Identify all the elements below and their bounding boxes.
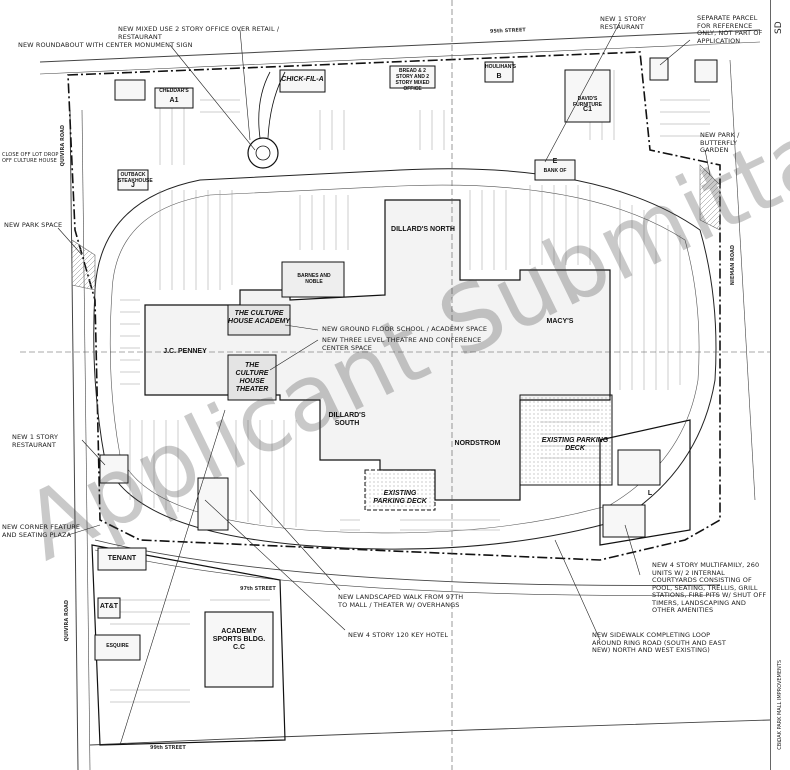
callout-hotel: NEW 4 STORY 120 KEY HOTEL	[348, 631, 449, 639]
callout-restaurant-west: NEW 1 STORY RESTAURANT	[12, 433, 59, 449]
label-atandt: AT&T	[99, 603, 119, 610]
sheet-code: SD	[774, 21, 784, 34]
callout-sidewalk: NEW SIDEWALK COMPLETING LOOP AROUND RING…	[592, 631, 726, 654]
centerlines	[20, 0, 770, 770]
barnes-block	[281, 261, 345, 298]
callout-separate-parcel: SEPARATE PARCEL FOR REFERENCE ONLY, NOT …	[697, 14, 763, 45]
callout-park-space: NEW PARK SPACE	[4, 221, 63, 229]
callout-multifamily: NEW 4 STORY MULTIFAMILY, 260 UNITS W/ 2 …	[652, 561, 767, 614]
label-barnes: BARNES AND NOBLE	[297, 273, 331, 285]
culture-theater-block	[227, 354, 277, 401]
parking-stripes	[110, 70, 710, 703]
label-pad-c1-name: DAVID'S FURNITURE	[573, 96, 602, 108]
label-pad-e-name: BANK OF	[543, 168, 567, 174]
south-parcel	[91, 544, 286, 746]
culture-academy-block	[227, 304, 291, 336]
label-garage-south: EXISTING PARKING DECK	[373, 490, 427, 505]
label-dillards-south: DILLARD'S SOUTH	[328, 412, 366, 427]
leader-lines	[57, 21, 711, 746]
project-name: OAK PARK MALL IMPROVEMENTS	[777, 660, 783, 742]
street-99th: 99th STREET	[150, 745, 186, 751]
label-pad-c1: C1	[583, 106, 592, 113]
label-dillards-north: DILLARD'S NORTH	[391, 226, 455, 233]
label-culture-academy: THE CULTURE HOUSE ACADEMY	[228, 310, 290, 325]
label-pad-d-name: BREAD & 2 STORY AND 2 STORY MIXED OFFICE	[395, 68, 430, 92]
label-pad-a1: A1	[169, 97, 179, 104]
streets	[39, 29, 771, 770]
ring-road	[93, 168, 717, 550]
title-block: SD OAK PARK MALL IMPROVEMENTS CBL	[770, 0, 790, 770]
park-north	[699, 164, 721, 231]
label-academy-sports: ACADEMY SPORTS BLDG. C.C	[212, 628, 266, 651]
label-pad-a1-name: CHEDDAR'S	[159, 88, 189, 94]
callout-school: NEW GROUND FLOOR SCHOOL / ACADEMY SPACE	[322, 325, 488, 333]
park-west	[71, 239, 96, 291]
label-chickfila: CHICK-FIL-A	[281, 76, 324, 83]
callout-mixed-use: NEW MIXED USE 2 STORY OFFICE OVER RETAIL…	[118, 25, 280, 41]
callout-park-butterfly: NEW PARK / BUTTERFLY GARDEN	[700, 131, 740, 154]
street-nieman: NIEMAN ROAD	[730, 245, 736, 286]
callout-theater: NEW THREE LEVEL THEATRE AND CONFERENCE C…	[322, 336, 482, 352]
academy-sports-block	[204, 611, 274, 688]
label-pad-b: B	[496, 73, 502, 80]
label-pad-j-name: OUTBACK STEAKHOUSE	[118, 172, 153, 184]
pad-buildings	[99, 57, 718, 538]
multifamily-outline	[599, 419, 691, 546]
roundabout	[247, 71, 286, 169]
label-pad-j: J	[131, 182, 135, 189]
label-garage-east: EXISTING PARKING DECK	[541, 437, 609, 452]
label-tenant: TENANT	[107, 555, 137, 562]
revision: CBL	[777, 740, 783, 750]
street-quivira-lower: QUIVIRA ROAD	[64, 600, 70, 642]
callout-corner-feature: NEW CORNER FEATURE AND SEATING PLAZA	[2, 523, 81, 539]
label-macys: MACY'S	[546, 318, 574, 325]
label-pad-b-name: HOULIHAN'S	[485, 64, 516, 70]
callout-close-off: CLOSE OFF LOT DROP OFF CULTURE HOUSE	[2, 152, 59, 164]
callout-restaurant-north: NEW 1 STORY RESTAURANT	[600, 15, 647, 31]
label-pad-l: L	[647, 490, 653, 497]
label-culture-theater: THE CULTURE HOUSE THEATER	[235, 362, 269, 393]
label-pad-e: E	[552, 158, 558, 165]
label-jcpenney: J.C. PENNEY	[163, 348, 207, 355]
parking-deck-south	[364, 469, 436, 511]
callout-roundabout: NEW ROUNDABOUT WITH CENTER MONUMENT SIGN	[18, 41, 193, 49]
street-97th: 97th STREET	[240, 586, 276, 592]
label-nordstrom: NORDSTROM	[454, 440, 501, 447]
callout-landscaped-walk: NEW LANDSCAPED WALK FROM 97TH TO MALL / …	[338, 593, 464, 609]
label-esquire: ESQUIRE	[106, 643, 129, 649]
